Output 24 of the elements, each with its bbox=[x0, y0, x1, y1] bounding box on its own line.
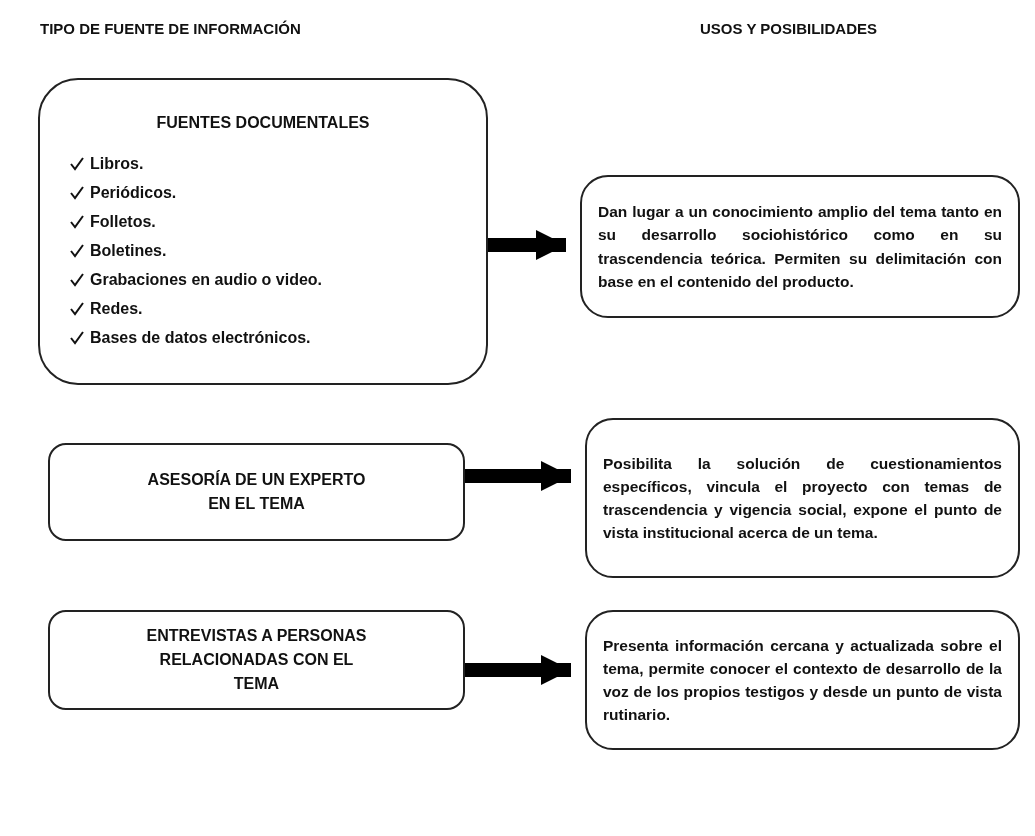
source-box bbox=[38, 78, 488, 385]
description-text: Posibilita la solución de cuestionamientos específicos, vincula el proyecto con temas de trascendencia y vigencia social, expone el punto de vista institucional acerca de un tema. bbox=[603, 453, 1002, 544]
description-text: Presenta información cercana y actualizada sobre el tema, permite conocer el contexto de desarrollo de la voz de los propios testigos y desde un punto de vista rutinario. bbox=[603, 635, 1002, 726]
box-text: ENTREVISTAS A PERSONAS RELACIONADAS CON EL TEMA bbox=[145, 626, 368, 694]
list-item: Libros. bbox=[90, 153, 144, 174]
source-box bbox=[48, 610, 465, 710]
column-heading: TIPO DE FUENTE DE INFORMACIÓN bbox=[40, 20, 301, 37]
arrow bbox=[488, 230, 566, 260]
description-box bbox=[585, 610, 1020, 750]
list-item: Boletines. bbox=[90, 240, 167, 261]
box-heading: FUENTES DOCUMENTALES bbox=[156, 113, 370, 133]
source-box bbox=[48, 443, 465, 541]
list-item: Redes. bbox=[90, 298, 143, 319]
arrow bbox=[465, 461, 571, 491]
list-item: Grabaciones en audio o video. bbox=[90, 269, 323, 290]
description-box bbox=[580, 175, 1020, 318]
column-heading: USOS Y POSIBILIDADES bbox=[700, 20, 877, 37]
list-item: Bases de datos electrónicos. bbox=[90, 327, 311, 348]
list-item: Folletos. bbox=[90, 211, 156, 232]
arrow bbox=[465, 655, 571, 685]
description-text: Dan lugar a un conocimiento amplio del tema tanto en su desarrollo sociohistórico como en su trascendencia teórica. Permiten su delimitación con base en el contenido del producto. bbox=[598, 202, 1002, 292]
description-box bbox=[585, 418, 1020, 578]
list-item: Periódicos. bbox=[90, 182, 177, 203]
box-text: ASESORÍA DE UN EXPERTO EN EL TEMA bbox=[146, 469, 367, 514]
